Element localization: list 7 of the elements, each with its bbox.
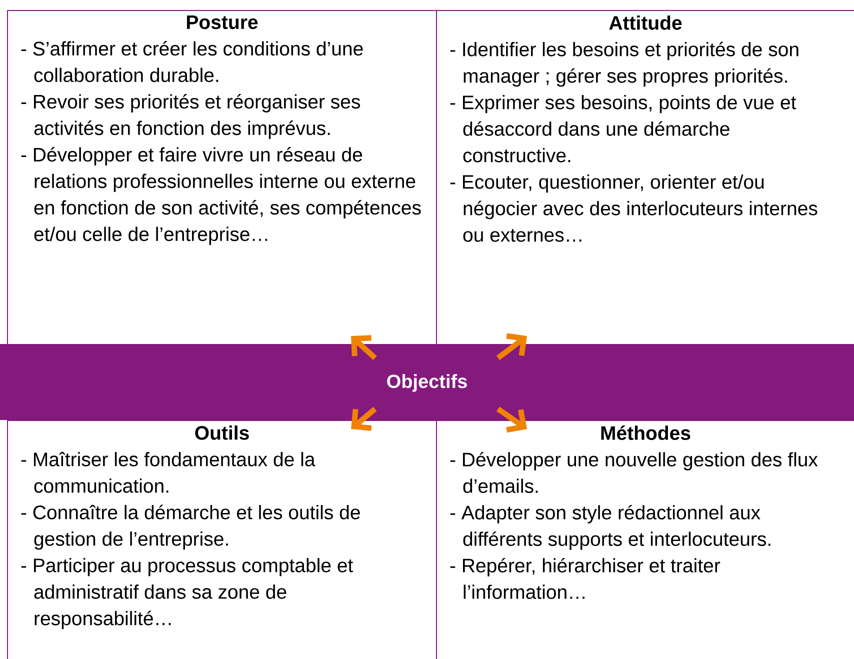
- text-panel: Méthodes - Développer une nouvelle gestion des flux d’emails. - Adapter son style rédactionnel aux différents supports et interlocuteurs. - Repérer, hiérarchiser et traiter l’information…: [436, 420, 854, 659]
- text-panel: Outils - Maîtriser les fondamentaux de la communication. - Connaître la démarche et les outils de gestion de l’entreprise. - Participer au processus comptable et administratif dans sa zone de responsabilité…: [7, 420, 437, 659]
- arrow: [351, 335, 377, 360]
- objective-band: Objectifs: [0, 344, 854, 420]
- arrow: [496, 333, 527, 360]
- arrow: [496, 406, 527, 433]
- arrow: [351, 406, 377, 431]
